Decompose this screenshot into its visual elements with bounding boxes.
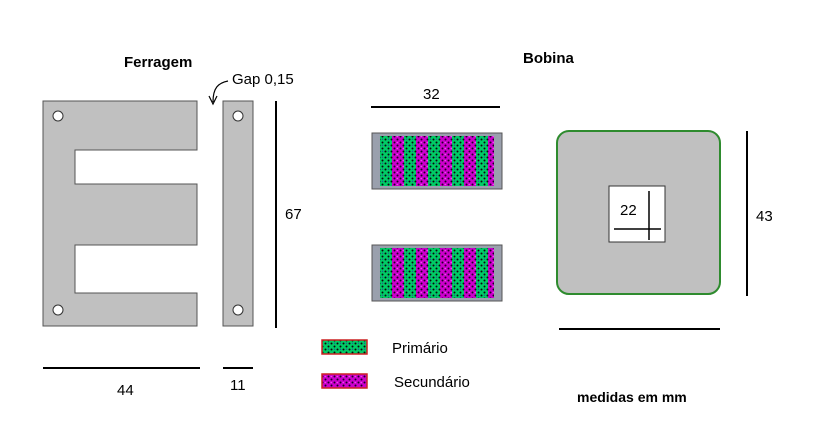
i-width-value: 11: [230, 377, 246, 394]
e-core: [42, 100, 198, 327]
bobbin-window: [608, 185, 666, 243]
coil-section-top: [371, 132, 503, 190]
bobina-title: Bobina: [523, 50, 574, 67]
legend-secondary-label: Secundário: [394, 374, 470, 391]
e-core-hole-top: [52, 110, 64, 122]
e-width-value: 44: [117, 382, 134, 399]
legend-primary-label: Primário: [392, 340, 448, 357]
i-core: [222, 100, 254, 327]
coil-width-value: 32: [423, 86, 440, 103]
units-note: medidas em mm: [577, 389, 687, 405]
legend-primary-swatch: [321, 339, 368, 355]
legend-secondary-swatch: [321, 373, 368, 389]
gap-label: Gap 0,15: [232, 71, 294, 88]
coil-section-bottom: [371, 244, 503, 302]
ferragem-title: Ferragem: [124, 54, 192, 71]
legend: Primário Secundário: [321, 339, 470, 391]
coil-depth-value: 43: [756, 208, 773, 225]
i-core-hole-top: [232, 110, 244, 122]
height-value: 67: [285, 206, 302, 223]
gap-arrow: [208, 80, 229, 106]
e-core-hole-bottom: [52, 304, 64, 316]
window-value: 22: [620, 202, 637, 219]
i-core-hole-bottom: [232, 304, 244, 316]
